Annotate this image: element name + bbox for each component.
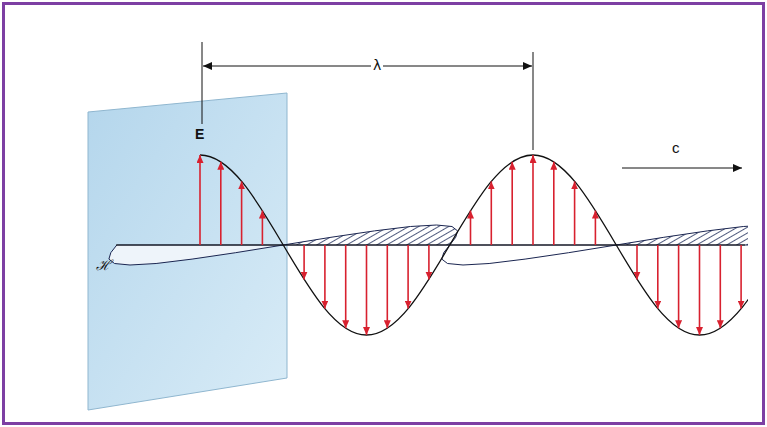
dimension-line [203,66,532,67]
field-arrow [740,245,742,309]
field-arrow [490,181,492,245]
direction-arrow [622,168,742,169]
frame-border [4,4,764,424]
speed-label: c [672,140,680,155]
wavefront-plane [88,93,287,410]
field-arrow [553,162,555,245]
magnetic-lobe [283,225,457,245]
electric-wave-curve [200,155,748,335]
extension-line [202,42,203,124]
propagation-axis [116,245,745,246]
magnetic-lobe [616,225,748,245]
wavelength-label: λ [371,58,383,72]
field-arrow [386,245,388,328]
field-arrow [303,245,305,280]
field-arrow [324,245,326,309]
field-arrow [366,245,368,335]
field-arrow [199,155,201,245]
field-arrow [699,245,701,335]
extension-line [533,52,534,150]
field-arrow [262,211,264,246]
field-arrow [595,211,597,246]
field-label: E [195,127,204,141]
field-arrow [636,245,638,280]
magnetic-lobe [109,245,283,265]
field-arrow [532,155,534,245]
field-arrow [241,181,243,245]
field-arrow [574,181,576,245]
field-arrow [657,245,659,309]
field-arrow [220,162,222,245]
field-arrow [470,211,472,246]
field-arrow [345,245,347,328]
field-arrow [511,162,513,245]
field-arrow [407,245,409,309]
field-arrow [719,245,721,328]
field-label: ℋ [96,258,111,272]
magnetic-lobe [442,245,616,265]
field-arrow [428,245,430,280]
field-arrow [678,245,680,328]
